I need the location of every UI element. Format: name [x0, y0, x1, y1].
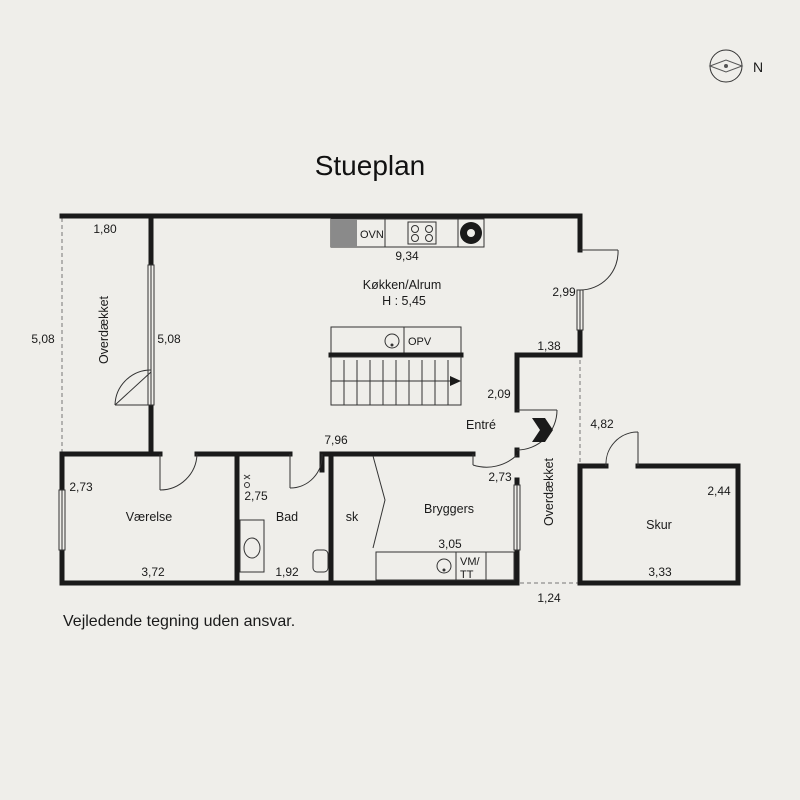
staircase — [328, 326, 464, 406]
room-bryggers: Bryggers — [424, 502, 474, 516]
dim-3-72: 3,72 — [141, 565, 165, 579]
dim-9-34: 9,34 — [395, 249, 419, 263]
dim-4-82: 4,82 — [590, 417, 614, 431]
utility-sink-icon — [436, 558, 452, 574]
exterior-walls — [59, 213, 583, 586]
entrance-arrow-icon — [532, 418, 553, 442]
room-vaerelse: Værelse — [126, 510, 173, 524]
opv-label: OPV — [408, 336, 432, 348]
room-skur: Skur — [646, 518, 672, 532]
room-kitchen-height: H : 5,45 — [382, 294, 426, 308]
room-overdaekket-left: Overdækket — [97, 295, 111, 364]
compass-label: N — [753, 59, 763, 75]
disclaimer-text: Vejledende tegning uden ansvar. — [63, 613, 295, 630]
dim-2-73-left: 2,73 — [69, 480, 93, 494]
kitchen-counter — [330, 218, 485, 248]
room-kitchen-name: Køkken/Alrum — [363, 278, 442, 292]
compass-icon — [708, 49, 744, 83]
skur-walls — [577, 463, 741, 586]
dim-3-05: 3,05 — [438, 537, 462, 551]
room-entre: Entré — [466, 418, 496, 432]
plan-title: Stueplan — [315, 150, 426, 181]
dim-2-99: 2,99 — [552, 285, 576, 299]
dim-1-38: 1,38 — [537, 339, 561, 353]
sink-icon — [384, 333, 400, 349]
stove-icon — [407, 221, 437, 245]
washbasin-icon — [239, 519, 265, 573]
bathroom-fixtures — [239, 474, 329, 573]
bryggers-counter — [375, 551, 515, 581]
dimension-labels: 1,80 9,34 5,08 5,08 2,99 1,38 2,09 7,96 … — [31, 222, 731, 605]
ovn-icon — [331, 219, 357, 247]
dim-2-73-right: 2,73 — [488, 470, 512, 484]
dim-2-75: 2,75 — [244, 489, 268, 503]
dim-1-92: 1,92 — [275, 565, 299, 579]
windows — [58, 264, 584, 551]
dim-2-09: 2,09 — [487, 387, 511, 401]
vm-label-1: VM/ — [460, 556, 481, 568]
dim-5-08-inner: 5,08 — [157, 332, 181, 346]
dim-3-33: 3,33 — [648, 565, 672, 579]
ovn-label: OVN — [360, 229, 384, 241]
dim-7-96: 7,96 — [324, 433, 348, 447]
vm-label-2: TT — [460, 569, 474, 581]
toilet-icon — [312, 549, 329, 573]
dim-1-24: 1,24 — [537, 591, 561, 605]
room-overdaekket-right: Overdækket — [542, 457, 556, 526]
dim-5-08-outer: 5,08 — [31, 332, 55, 346]
dim-2-44: 2,44 — [707, 484, 731, 498]
room-bad: Bad — [276, 510, 298, 524]
dim-1-80: 1,80 — [93, 222, 117, 236]
room-sk: sk — [346, 510, 359, 524]
